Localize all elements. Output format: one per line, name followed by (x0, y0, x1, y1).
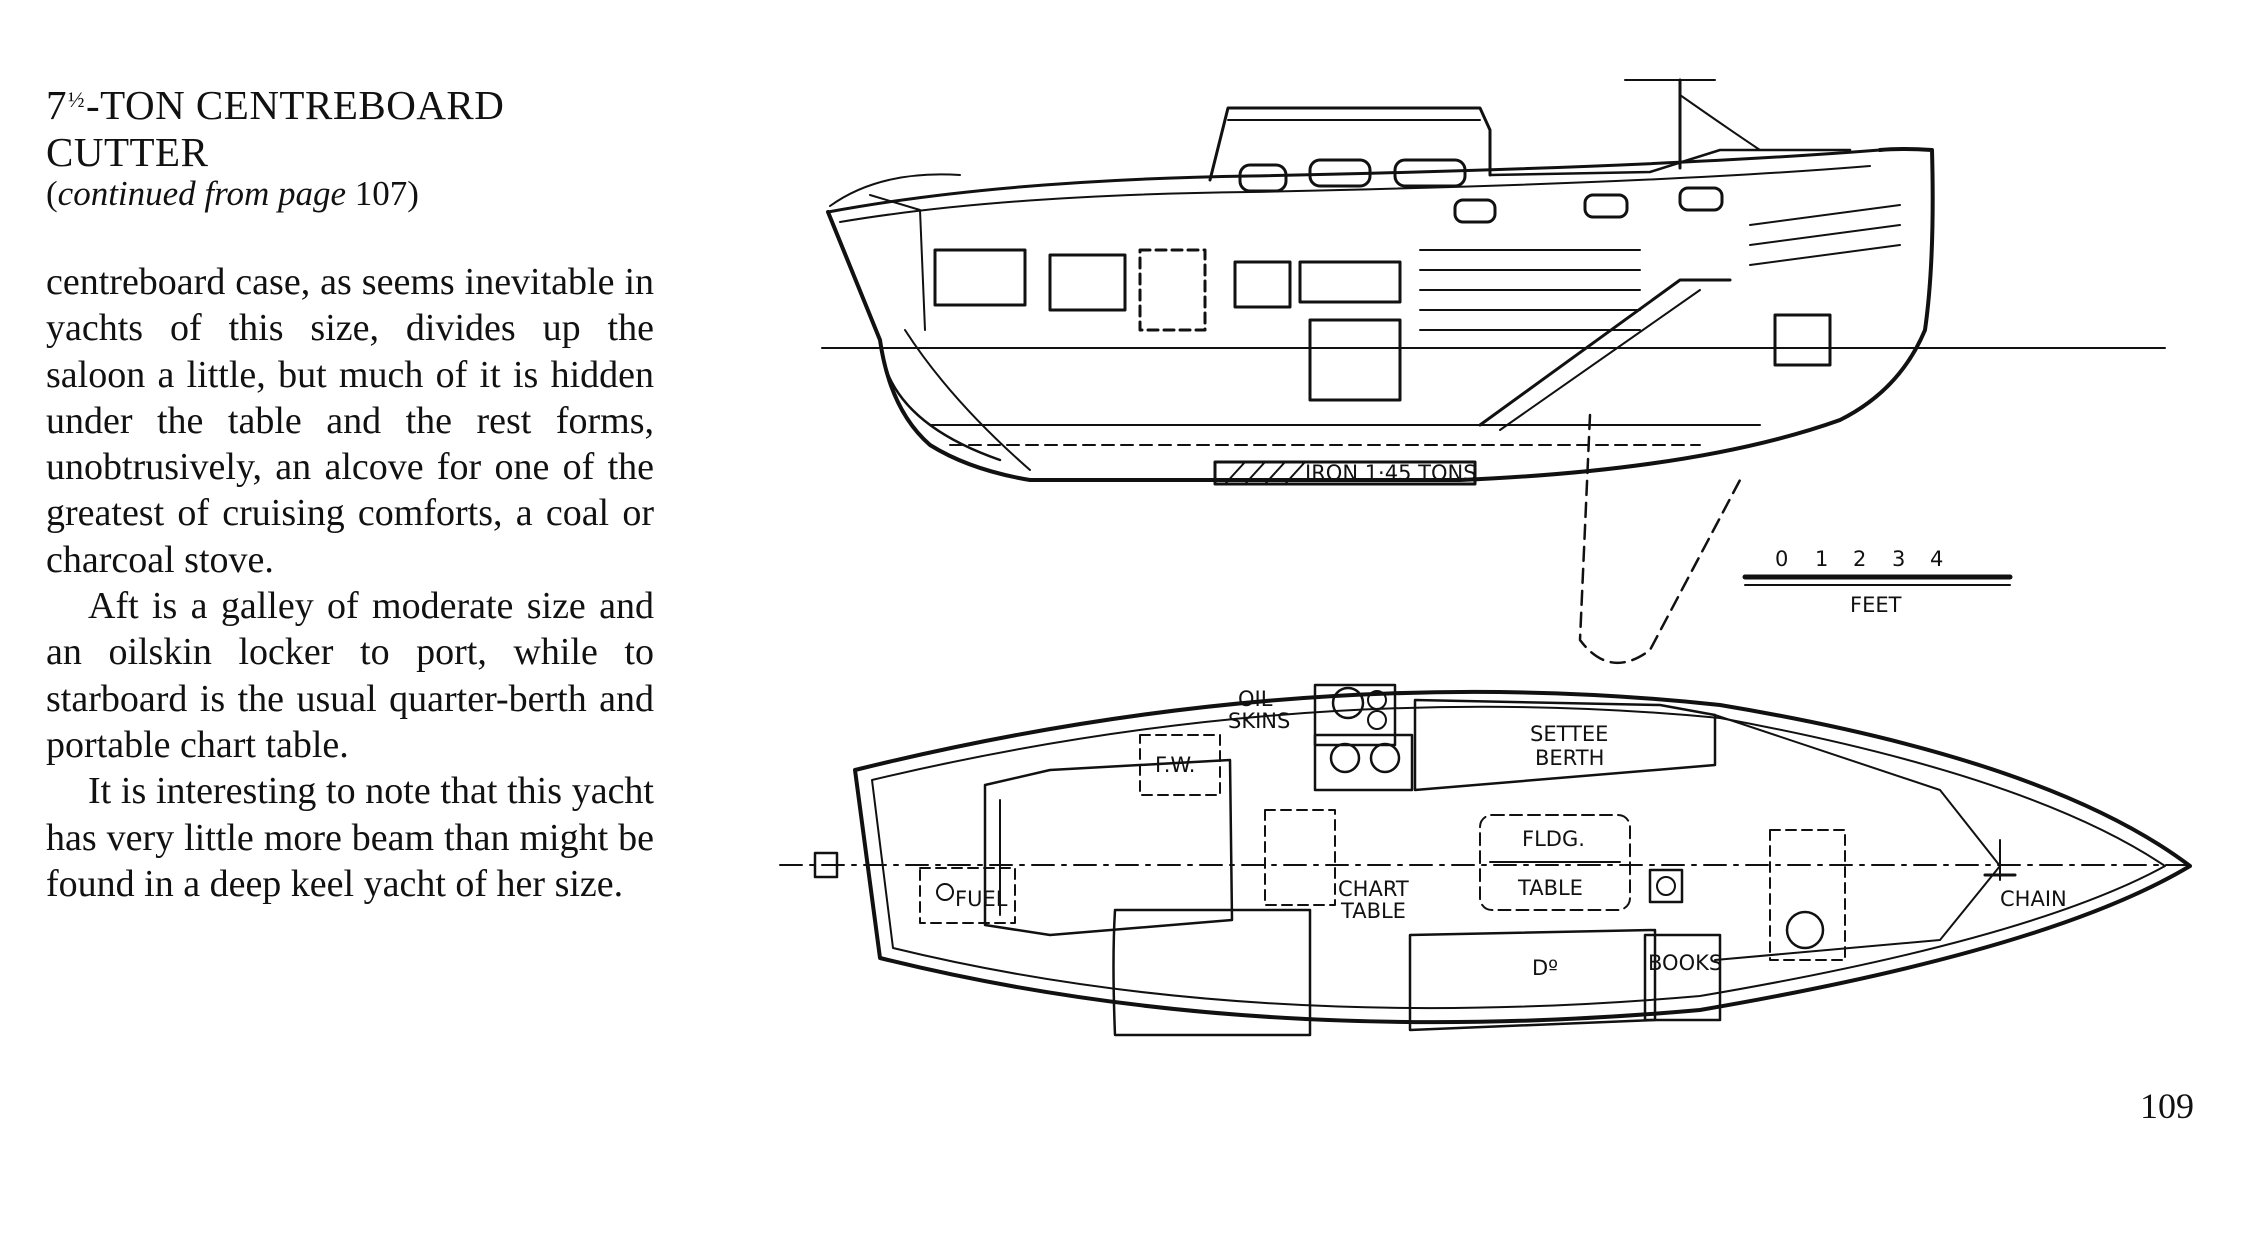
accommodation-plan: OIL SKINS F.W. SETTEE BERTH FLDG. TABLE … (779, 683, 2192, 1037)
chart-table-label-line2: TABLE (1340, 899, 1406, 923)
books-label: BOOKS (1648, 951, 1722, 975)
heading-number: 7 (46, 82, 67, 128)
continuation-page: 107 (346, 174, 408, 213)
settee-berth-label-line1: SETTEE (1530, 722, 1608, 746)
ballast-label: IRON 1·45 TONS (1305, 461, 1477, 485)
profile-elevation: IRON 1·45 TONS (821, 78, 2166, 665)
paragraph-2: Aft is a galley of moderate size and an … (46, 585, 654, 766)
heading-line1: -TON CENTREBOARD (86, 82, 505, 128)
oil-skins-label-line1: OIL (1238, 687, 1273, 711)
scale-tick-4: 4 (1930, 547, 1943, 571)
fresh-water-label: F.W. (1155, 753, 1195, 777)
page-number: 109 (2140, 1086, 2194, 1126)
scale-tick-2: 2 (1853, 547, 1866, 571)
settee-berth-label-line2: BERTH (1535, 746, 1604, 770)
scale-tick-0: 0 (1775, 547, 1788, 571)
ditto-label: Dº (1532, 956, 1558, 980)
scale-tick-1: 1 (1815, 547, 1828, 571)
heading-fraction: ½ (68, 87, 85, 112)
chain-label: CHAIN (2000, 887, 2067, 911)
table-label: TABLE (1517, 876, 1583, 900)
folding-label: FLDG. (1522, 827, 1585, 851)
scale-unit: FEET (1850, 593, 1902, 617)
continuation-italic: continued from page (57, 174, 347, 213)
continuation-note: (continued from page 107) (46, 174, 419, 213)
oil-skins-label-line2: SKINS (1228, 709, 1290, 733)
article-heading: 7½-TON CENTREBOARD CUTTER (46, 76, 686, 176)
chart-table-label-line1: CHART (1338, 877, 1409, 901)
paragraph-1: centreboard case, as seems inevitable in… (46, 261, 654, 581)
article-body: centreboard case, as seems inevitable in… (46, 259, 654, 907)
fuel-label: FUEL (955, 887, 1008, 911)
scale-bar: 0 1 2 3 4 FEET (1742, 547, 2013, 617)
heading-line2: CUTTER (46, 129, 209, 175)
scale-tick-3: 3 (1892, 547, 1905, 571)
paragraph-3: It is interesting to note that this yach… (46, 770, 654, 905)
